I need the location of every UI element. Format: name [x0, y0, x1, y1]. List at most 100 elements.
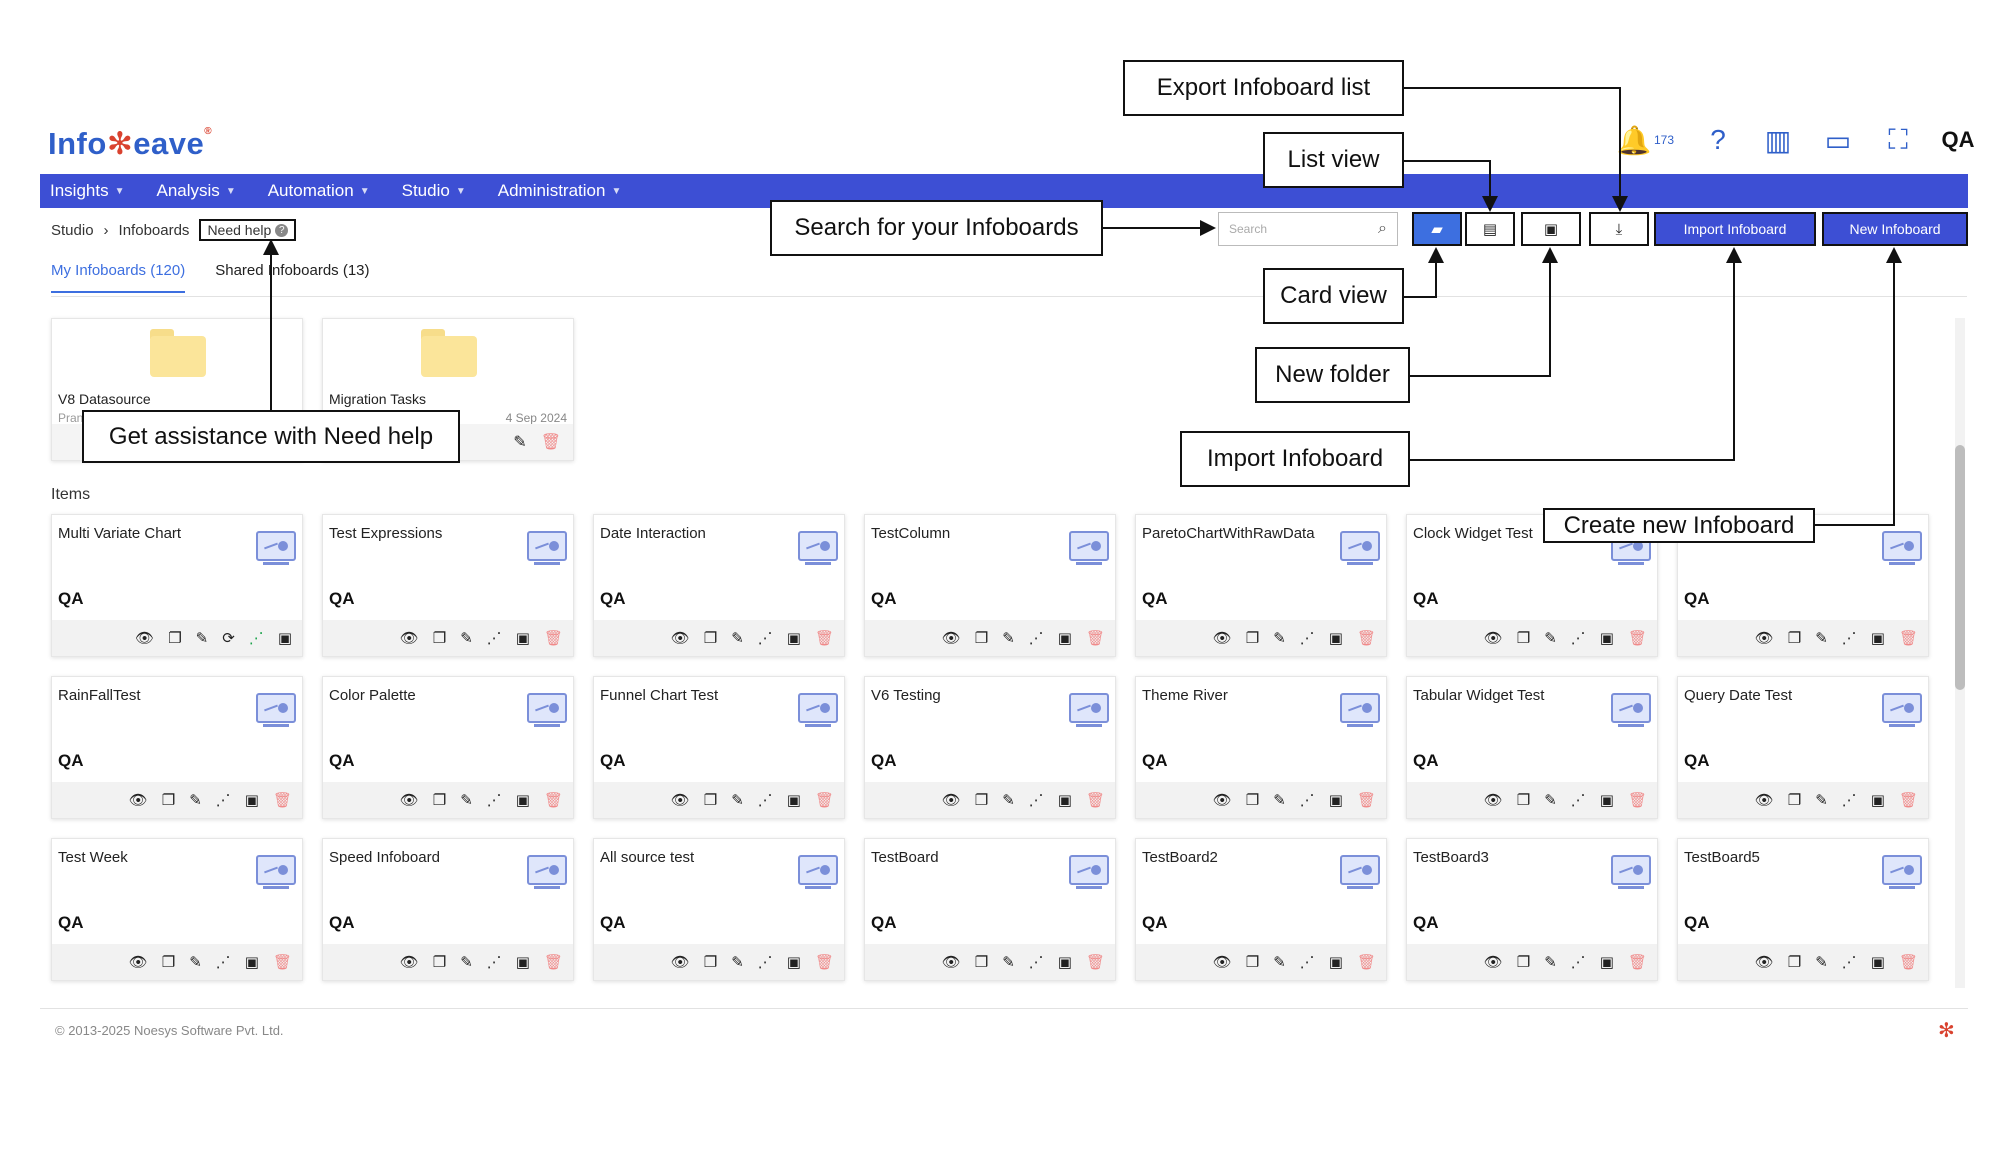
share-icon[interactable]: ⋰: [1570, 954, 1586, 971]
view-icon[interactable]: 👁: [1212, 792, 1232, 809]
delete-icon[interactable]: 🗑: [1356, 630, 1376, 647]
share-icon[interactable]: ⋰: [1570, 630, 1586, 647]
edit-icon[interactable]: ✎: [460, 630, 473, 647]
share-icon[interactable]: ⋰: [1841, 792, 1857, 809]
edit-icon[interactable]: ✎: [1273, 954, 1286, 971]
view-icon[interactable]: 👁: [1754, 630, 1774, 647]
view-icon[interactable]: 👁: [1483, 630, 1503, 647]
move-folder-icon[interactable]: ▣: [786, 954, 801, 971]
share-icon[interactable]: ⋰: [486, 792, 502, 809]
view-icon[interactable]: 👁: [1212, 954, 1232, 971]
edit-icon[interactable]: ✎: [1815, 954, 1828, 971]
copy-icon[interactable]: ❐: [432, 954, 447, 971]
move-folder-icon[interactable]: ▣: [515, 954, 530, 971]
edit-icon[interactable]: ✎: [195, 630, 209, 647]
share-icon[interactable]: ⋰: [1841, 954, 1857, 971]
copy-icon[interactable]: ❐: [168, 630, 182, 647]
view-icon[interactable]: 👁: [670, 630, 690, 647]
delete-icon[interactable]: 🗑: [1085, 954, 1105, 971]
nav-automation[interactable]: Automation▼: [267, 181, 370, 200]
delete-icon[interactable]: 🗑: [1898, 630, 1918, 647]
delete-icon[interactable]: 🗑: [1898, 792, 1918, 809]
edit-icon[interactable]: ✎: [1002, 792, 1015, 809]
view-icon[interactable]: 👁: [941, 792, 961, 809]
delete-icon[interactable]: 🗑: [272, 954, 292, 971]
share-icon[interactable]: ⋰: [757, 630, 773, 647]
copy-icon[interactable]: ❐: [432, 630, 447, 647]
delete-icon[interactable]: 🗑: [543, 630, 563, 647]
tab-shared-infoboards[interactable]: Shared Infoboards (13): [215, 262, 370, 279]
edit-icon[interactable]: ✎: [731, 954, 744, 971]
edit-icon[interactable]: ✎: [189, 792, 202, 809]
edit-icon[interactable]: ✎: [1815, 630, 1828, 647]
view-icon[interactable]: 👁: [135, 630, 155, 647]
need-help-button[interactable]: Need help?: [199, 219, 297, 241]
copy-icon[interactable]: ❐: [1516, 954, 1531, 971]
edit-icon[interactable]: ✎: [513, 434, 527, 451]
edit-icon[interactable]: ✎: [731, 792, 744, 809]
move-folder-icon[interactable]: ▣: [1328, 630, 1343, 647]
move-folder-icon[interactable]: ▣: [277, 630, 292, 647]
view-icon[interactable]: 👁: [1754, 792, 1774, 809]
nav-studio[interactable]: Studio▼: [401, 181, 466, 200]
view-icon[interactable]: 👁: [128, 792, 148, 809]
copy-icon[interactable]: ❐: [974, 954, 989, 971]
copy-icon[interactable]: ❐: [703, 792, 718, 809]
user-avatar[interactable]: QA: [1941, 127, 1975, 152]
delete-icon[interactable]: 🗑: [1627, 630, 1647, 647]
share-icon[interactable]: ⋰: [486, 630, 502, 647]
view-icon[interactable]: 👁: [1754, 954, 1774, 971]
edit-icon[interactable]: ✎: [1544, 792, 1557, 809]
delete-icon[interactable]: 🗑: [814, 954, 834, 971]
delete-icon[interactable]: 🗑: [814, 630, 834, 647]
move-folder-icon[interactable]: ▣: [1057, 630, 1072, 647]
edit-icon[interactable]: ✎: [1002, 954, 1015, 971]
move-folder-icon[interactable]: ▣: [1599, 630, 1614, 647]
help-icon[interactable]: ?: [1710, 124, 1726, 155]
edit-icon[interactable]: ✎: [731, 630, 744, 647]
refresh-icon[interactable]: ⟳: [222, 630, 235, 647]
move-folder-icon[interactable]: ▣: [1057, 954, 1072, 971]
move-folder-icon[interactable]: ▣: [244, 954, 259, 971]
copy-icon[interactable]: ❐: [703, 954, 718, 971]
copy-icon[interactable]: ❐: [161, 792, 176, 809]
copy-icon[interactable]: ❐: [1245, 792, 1260, 809]
view-icon[interactable]: 👁: [399, 954, 419, 971]
copy-icon[interactable]: ❐: [1787, 792, 1802, 809]
delete-icon[interactable]: 🗑: [540, 434, 561, 451]
new-folder-button[interactable]: ▣: [1521, 212, 1581, 246]
tab-my-infoboards[interactable]: My Infoboards (120): [51, 262, 186, 293]
delete-icon[interactable]: 🗑: [1356, 792, 1376, 809]
delete-icon[interactable]: 🗑: [1085, 630, 1105, 647]
move-folder-icon[interactable]: ▣: [515, 630, 530, 647]
copy-icon[interactable]: ❐: [1516, 630, 1531, 647]
nav-administration[interactable]: Administration▼: [497, 181, 622, 200]
move-folder-icon[interactable]: ▣: [1057, 792, 1072, 809]
move-folder-icon[interactable]: ▣: [786, 792, 801, 809]
edit-icon[interactable]: ✎: [1544, 630, 1557, 647]
delete-icon[interactable]: 🗑: [543, 792, 563, 809]
share-icon[interactable]: ⋰: [248, 630, 264, 647]
view-icon[interactable]: 👁: [670, 954, 690, 971]
export-button[interactable]: ⤓: [1589, 212, 1649, 246]
delete-icon[interactable]: 🗑: [1085, 792, 1105, 809]
breadcrumb-studio[interactable]: Studio: [51, 221, 94, 239]
delete-icon[interactable]: 🗑: [1627, 954, 1647, 971]
share-icon[interactable]: ⋰: [1299, 954, 1315, 971]
move-folder-icon[interactable]: ▣: [1599, 792, 1614, 809]
